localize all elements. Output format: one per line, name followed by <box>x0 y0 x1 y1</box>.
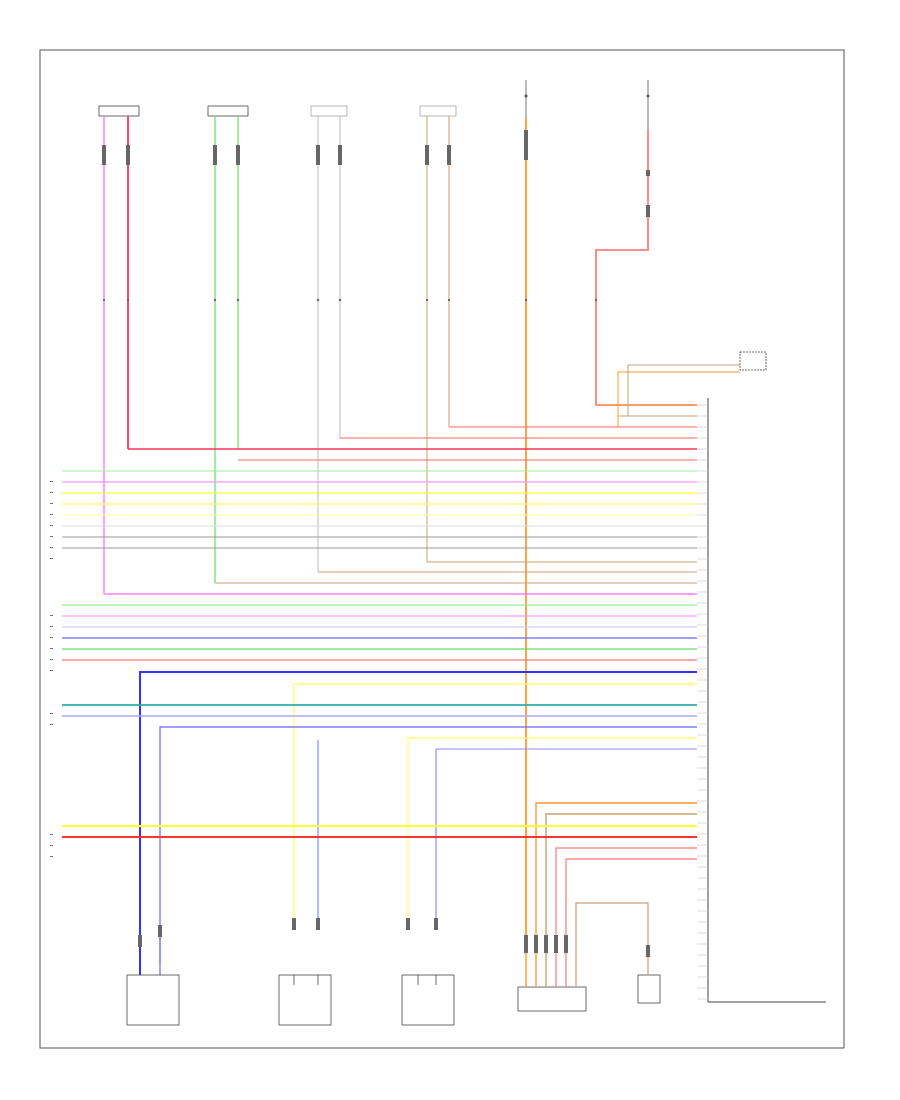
left-connector-marks <box>50 481 53 857</box>
module-pins <box>697 404 708 1000</box>
wire <box>159 726 697 963</box>
fuse-feed-2 <box>646 80 650 130</box>
bottom-speaker-rear-right <box>126 930 180 1026</box>
top-speaker-front-left <box>207 105 249 117</box>
splice-marks <box>102 130 650 302</box>
bottom-ground <box>637 952 661 1004</box>
top-speaker-driver-door <box>419 105 457 117</box>
wire <box>535 802 697 935</box>
bottom-subwoofer-front <box>401 974 455 1026</box>
bottom-speaker-rear-left <box>278 974 332 1026</box>
speaker-connector <box>419 105 457 117</box>
bottom-splice-marks <box>138 918 650 957</box>
speaker-connector <box>126 974 180 1026</box>
bottom-radio-connector <box>517 935 587 1012</box>
wire <box>565 858 697 935</box>
wire <box>575 902 649 952</box>
wire <box>555 847 697 935</box>
connector-block <box>517 986 587 1012</box>
wire <box>407 737 697 920</box>
top-speaker-passenger-door <box>310 105 348 117</box>
diagram-frame <box>39 49 845 1049</box>
top-speaker-front-right <box>98 105 140 117</box>
wire <box>545 813 697 935</box>
wire <box>293 683 697 920</box>
speaker-connector <box>98 105 140 117</box>
wire <box>139 671 697 963</box>
radio-module <box>707 398 826 1003</box>
speaker-connector <box>401 974 455 1026</box>
speaker-connector <box>310 105 348 117</box>
fuse-feed-1 <box>524 80 528 118</box>
speaker-connector <box>278 974 332 1026</box>
ground-block <box>637 974 661 1004</box>
speaker-connector <box>207 105 249 117</box>
antenna-amplifier <box>617 351 767 427</box>
